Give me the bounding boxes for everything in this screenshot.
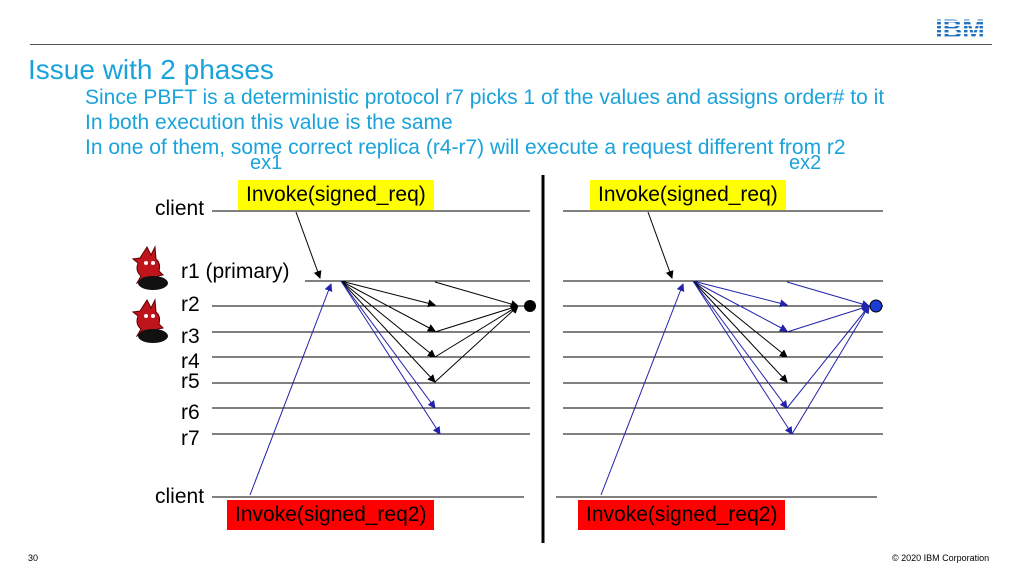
devil-icon <box>131 298 168 343</box>
page-number: 30 <box>28 553 39 563</box>
copyright: © 2020 IBM Corporation <box>892 553 990 563</box>
ex2-label: ex2 <box>789 152 822 174</box>
ex2-timelines <box>556 210 883 498</box>
ibm-logo: IBM <box>935 14 985 42</box>
bullet-3: In one of them, some correct replica (r4… <box>85 136 846 159</box>
ex2-invoke-signed-req: Invoke(signed_req) <box>590 180 786 210</box>
header-divider <box>30 44 992 45</box>
label-r4: r4 <box>181 350 200 373</box>
label-client-top: client <box>155 197 205 220</box>
ex1-label: ex1 <box>250 152 283 174</box>
label-r7: r7 <box>181 427 200 450</box>
label-client-bottom: client <box>155 485 205 508</box>
label-r3: r3 <box>181 325 200 348</box>
bullet-2: In both execution this value is the same <box>85 111 453 134</box>
ex1-timelines <box>212 210 530 498</box>
label-r6: r6 <box>181 401 200 424</box>
ex1-execution-point <box>524 300 536 312</box>
slide-title: Issue with 2 phases <box>28 54 274 85</box>
label-r2: r2 <box>181 293 200 316</box>
ex2-execution-point <box>869 299 883 313</box>
label-r5: r5 <box>181 370 200 393</box>
svg-text:IBM: IBM <box>935 14 985 42</box>
ex2-arrows <box>600 211 870 496</box>
bullet-1: Since PBFT is a deterministic protocol r… <box>85 86 885 109</box>
ex1-invoke-signed-req2: Invoke(signed_req2) <box>227 500 435 530</box>
label-r1: r1 (primary) <box>181 260 290 283</box>
ex1-arrows <box>249 211 519 496</box>
ex1-invoke-signed-req: Invoke(signed_req) <box>238 180 434 210</box>
devil-icon <box>131 245 168 290</box>
ex2-invoke-signed-req2: Invoke(signed_req2) <box>578 500 786 530</box>
